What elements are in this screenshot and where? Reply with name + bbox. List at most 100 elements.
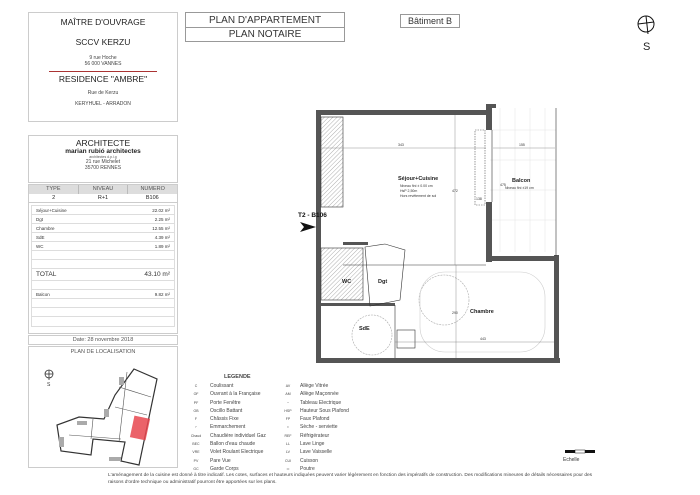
- legend-code: ~: [286, 400, 290, 405]
- architect-block: ARCHITECTE marian rubió architectes arch…: [28, 135, 178, 183]
- legend-label: Cuisson: [300, 457, 319, 464]
- owner-address1: 9 rue Hoche: [89, 55, 117, 61]
- legend-label: Réfrigérateur: [300, 432, 330, 439]
- legend-code: FP: [285, 417, 291, 422]
- legend-code: ═: [286, 466, 290, 471]
- architect-address1: 21 rue Michelet: [85, 159, 121, 165]
- location-plan-title: PLAN DE LOCALISATION: [70, 349, 136, 355]
- legend-label: Faux Plafond: [300, 416, 330, 423]
- legend-code: F: [194, 417, 198, 422]
- room-sejour: Séjour+Cuisine: [398, 176, 438, 182]
- legend-label: Coulissant: [210, 383, 234, 389]
- svg-text:138: 138: [476, 197, 482, 201]
- unit-header-row: TYPE NIVEAU NUMERO: [29, 185, 177, 194]
- legend-code: ⌐: [194, 425, 198, 430]
- architect-address2: 35700 RENNES: [84, 165, 122, 171]
- svg-text:Niveau fini ±19 cm: Niveau fini ±19 cm: [505, 186, 534, 190]
- value-niveau: R+1: [97, 195, 109, 201]
- value-type: 2: [52, 195, 56, 201]
- legend-label: Volet Roulant Electrique: [210, 449, 264, 456]
- legend-label: Oscillo Battant: [210, 407, 243, 414]
- architect-subtitle: architectes d.p.l.g: [89, 155, 117, 159]
- location-map: S: [44, 368, 158, 466]
- svg-text:475: 475: [500, 183, 506, 187]
- architect-firm: marian rubió architectes: [65, 148, 141, 155]
- svg-text:Hors revêtement de sol: Hors revêtement de sol: [400, 194, 436, 198]
- legend-code: BEC: [192, 442, 200, 447]
- scale-bar: [565, 449, 595, 454]
- header-type: TYPE: [29, 185, 79, 194]
- title-box: PLAN D'APPARTEMENT PLAN NOTAIRE: [185, 12, 345, 42]
- building-label: Bâtiment B: [400, 14, 460, 28]
- compass-label: S: [643, 41, 651, 53]
- legend-code: PF: [193, 400, 199, 405]
- legend-code: LV: [285, 450, 291, 455]
- value-numero: B106: [145, 195, 159, 201]
- legend-label: Chaudière individuel Gaz: [210, 432, 266, 439]
- legend-code: OB: [193, 408, 199, 413]
- divider: [49, 71, 157, 72]
- residence-name: RESIDENCE "AMBRE": [58, 74, 148, 84]
- legend-label: Porte Fenêtre: [210, 399, 241, 406]
- legend-label: Tableau Electrique: [300, 399, 342, 406]
- room-balcon: Balcon: [512, 178, 531, 184]
- svg-text:155: 155: [519, 143, 525, 147]
- legend-code: CUI: [284, 458, 292, 463]
- unit-table: TYPE NIVEAU NUMERO 2 R+1 B106 Séjour+Cui…: [28, 184, 178, 334]
- balcony-grid: [490, 108, 556, 252]
- legend-title: LEGENDE: [224, 374, 251, 380]
- residence-street: Rue de Kerzu: [87, 90, 119, 96]
- walls: [316, 104, 560, 363]
- svg-text:343: 343: [398, 143, 404, 147]
- residence-city: KERYHUEL - ARRADON: [75, 101, 131, 107]
- legend-label: Allège Maçonnée: [300, 391, 339, 398]
- legend-code: AV: [285, 384, 291, 388]
- scale-label: Echelle: [563, 457, 580, 463]
- owner-block: MAÎTRE D'OUVRAGE SCCV KERZU 9 rue Hoche …: [28, 12, 178, 122]
- room-dgt: Dgt: [378, 279, 387, 285]
- svg-text:472: 472: [452, 189, 458, 193]
- compass-label: S: [47, 382, 51, 388]
- room-wc: WC: [342, 279, 351, 285]
- svg-text:290: 290: [452, 311, 458, 315]
- date: Date: 28 novembre 2018: [28, 335, 178, 345]
- legend-code: GC: [193, 466, 199, 471]
- header-numero: NUMERO: [140, 186, 165, 192]
- svg-text:HsP 2,50m: HsP 2,50m: [400, 189, 417, 193]
- owner-address2: 56 000 VANNES: [84, 61, 122, 67]
- legend-code: C: [194, 384, 198, 388]
- legend-label: Allège Vitrée: [300, 383, 329, 389]
- unit-label: T2 - B106: [298, 212, 327, 219]
- owner-heading: MAÎTRE D'OUVRAGE: [60, 17, 146, 27]
- legend-label: Ouvrant à la Française: [210, 391, 261, 398]
- legend-label: Hauteur Sous Plafond: [300, 407, 349, 414]
- architect-heading: ARCHITECTE: [75, 138, 131, 148]
- legend-code: REF: [284, 433, 292, 438]
- legend-code: VRE: [192, 450, 200, 455]
- legend-label: Châssis Fixe: [210, 416, 239, 423]
- room-chambre: Chambre: [470, 309, 494, 315]
- title-plan-notaire: PLAN NOTAIRE: [228, 29, 302, 40]
- highlighted-unit: [129, 415, 151, 441]
- svg-text:443: 443: [480, 337, 486, 341]
- legend-label: Lave Linge: [300, 441, 325, 448]
- unit-value-row: 2 R+1 B106: [29, 194, 177, 203]
- legend-label: Poutre: [300, 465, 315, 472]
- legend-label: Garde Corps: [210, 465, 239, 472]
- legend-code: ≈: [287, 425, 289, 430]
- compass-icon: [44, 369, 54, 380]
- legend-code: Chaud: [190, 433, 202, 438]
- legend-code: OF: [193, 392, 199, 397]
- location-plan: PLAN DE LOCALISATION S: [28, 346, 178, 468]
- legend-label: Lave Vaisselle: [300, 449, 332, 456]
